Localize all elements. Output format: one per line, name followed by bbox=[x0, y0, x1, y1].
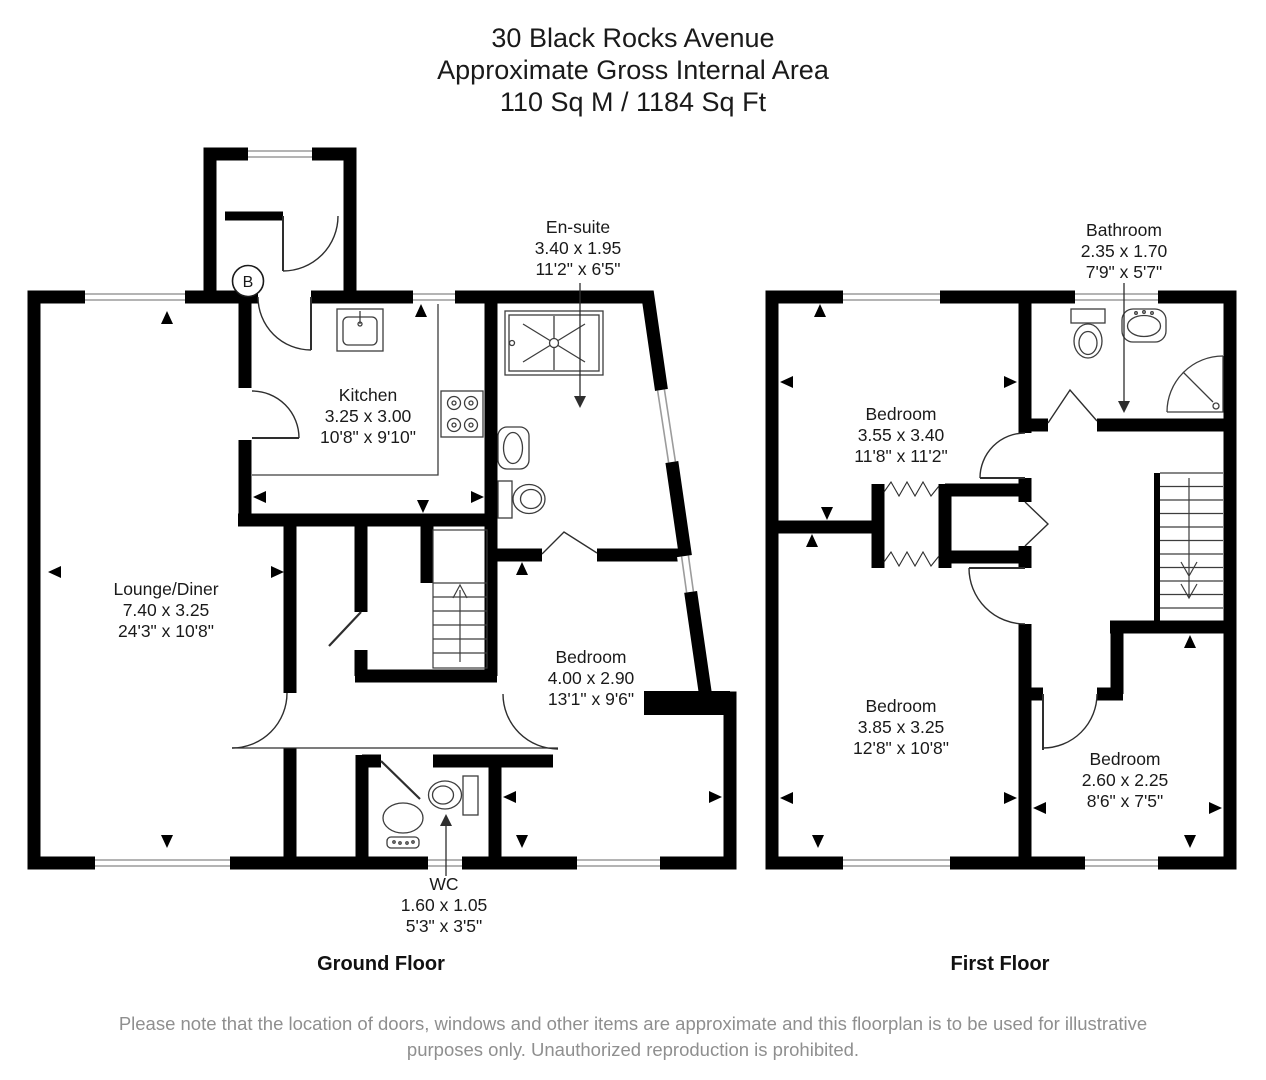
kitchen-hob bbox=[440, 390, 484, 438]
room-label-bathroom: Bathroom 2.35 x 1.70 7'9" x 5'7" bbox=[1080, 220, 1168, 282]
bathroom-door-open bbox=[1047, 388, 1098, 424]
room-label-ff-bedroom3: Bedroom 2.60 x 2.25 8'6" x 7'5" bbox=[1081, 749, 1169, 811]
kitchen-sink bbox=[336, 308, 384, 352]
ground-doors bbox=[231, 215, 598, 800]
ff-bedroom3-door bbox=[1042, 693, 1098, 750]
window-kitchen-top bbox=[413, 289, 455, 305]
window-porch bbox=[248, 146, 312, 162]
lounge-kitchen-door bbox=[251, 390, 300, 439]
hall-kitchen-door bbox=[257, 296, 312, 351]
cupboard-zigzags bbox=[883, 480, 940, 568]
bathroom-sink bbox=[1121, 308, 1167, 343]
window-ff-bedroom1-top bbox=[843, 289, 940, 305]
ground-dimension-arrows bbox=[48, 304, 722, 848]
ff-bedroom2-door bbox=[968, 567, 1026, 625]
first-inner-walls bbox=[772, 291, 1230, 863]
ground-windows bbox=[85, 146, 698, 871]
ensuite-basin bbox=[497, 426, 530, 470]
wc-sink bbox=[382, 802, 424, 849]
hall-stairs-door-leaf bbox=[328, 611, 362, 647]
boiler-letter: B bbox=[243, 274, 254, 291]
window-lounge-top bbox=[85, 289, 185, 305]
title-area: 110 Sq M / 1184 Sq Ft bbox=[499, 87, 767, 117]
room-label-lounge-diner: Lounge/Diner 7.40 x 3.25 24'3" x 10'8" bbox=[113, 579, 219, 641]
room-label-ff-bedroom2: Bedroom 3.85 x 3.25 12'8" x 10'8" bbox=[853, 696, 949, 758]
ground-walls bbox=[27, 147, 737, 870]
ensuite-door-open bbox=[541, 531, 598, 555]
ground-inner-walls bbox=[210, 290, 684, 863]
first-floor-plan bbox=[765, 283, 1237, 871]
door-gap-hall-kitchen bbox=[258, 289, 311, 305]
ensuite-toilet bbox=[497, 480, 546, 519]
ensuite-label-arrow bbox=[574, 283, 586, 408]
room-label-ensuite: En-suite 3.40 x 1.95 11'2" x 6'5" bbox=[534, 217, 622, 279]
first-doors bbox=[883, 388, 1098, 750]
stairs-up-arrow bbox=[452, 583, 468, 662]
ground-stairs bbox=[432, 529, 488, 669]
window-lounge-bottom bbox=[95, 855, 230, 871]
wc-toilet bbox=[427, 775, 479, 816]
window-wc-bottom bbox=[428, 855, 462, 871]
ensuite-shower bbox=[504, 310, 604, 376]
window-ff-bedroom2-bottom bbox=[843, 855, 950, 871]
front-door bbox=[282, 215, 339, 272]
window-bedroom-bottom bbox=[577, 855, 660, 871]
corridor-arch bbox=[231, 692, 559, 750]
ground-floor-caption: Ground Floor bbox=[317, 953, 445, 975]
plan-title: 30 Black Rocks Avenue Approximate Gross … bbox=[0, 22, 1266, 118]
wc-door-leaf bbox=[380, 760, 421, 800]
wc-label-arrow bbox=[440, 814, 452, 876]
ground-outer-wall bbox=[27, 147, 737, 870]
first-windows bbox=[843, 289, 1158, 871]
first-fixtures bbox=[1070, 308, 1224, 413]
first-dimension-arrows bbox=[780, 304, 1222, 848]
cupboard-doors bbox=[1024, 501, 1050, 547]
room-label-ground-bedroom: Bedroom 4.00 x 2.90 13'1" x 9'6" bbox=[547, 647, 635, 709]
ff-bedroom1-door bbox=[979, 432, 1026, 479]
ground-fixtures bbox=[252, 304, 604, 849]
title-subtitle: Approximate Gross Internal Area bbox=[437, 55, 829, 85]
room-label-kitchen: Kitchen 3.25 x 3.00 10'8" x 9'10" bbox=[320, 385, 416, 447]
room-label-ff-bedroom1: Bedroom 3.55 x 3.40 11'8" x 11'2" bbox=[854, 404, 948, 466]
disclaimer: Please note that the location of doors, … bbox=[118, 1013, 1148, 1060]
first-stairs bbox=[1154, 472, 1223, 621]
window-diagonal-upper bbox=[653, 388, 680, 464]
first-floor-caption: First Floor bbox=[950, 953, 1050, 975]
room-label-wc: WC 1.60 x 1.05 5'3" x 3'5" bbox=[400, 874, 488, 936]
bathroom-toilet bbox=[1070, 308, 1106, 359]
bathroom-corner-shower bbox=[1166, 355, 1224, 413]
title-address: 30 Black Rocks Avenue bbox=[491, 23, 775, 53]
wall-step-block bbox=[644, 691, 730, 715]
stairs-down-arrow bbox=[1180, 478, 1198, 600]
window-ff-bedroom3-bottom bbox=[1085, 855, 1158, 871]
kitchen-counter bbox=[252, 304, 439, 476]
bathroom-label-arrow bbox=[1118, 283, 1130, 413]
window-bathroom-top bbox=[1075, 289, 1158, 305]
window-diagonal-lower bbox=[677, 554, 698, 594]
ground-floor-plan: B bbox=[27, 146, 737, 876]
ground-label-arrows bbox=[440, 283, 586, 876]
boiler-symbol: B bbox=[231, 264, 265, 298]
